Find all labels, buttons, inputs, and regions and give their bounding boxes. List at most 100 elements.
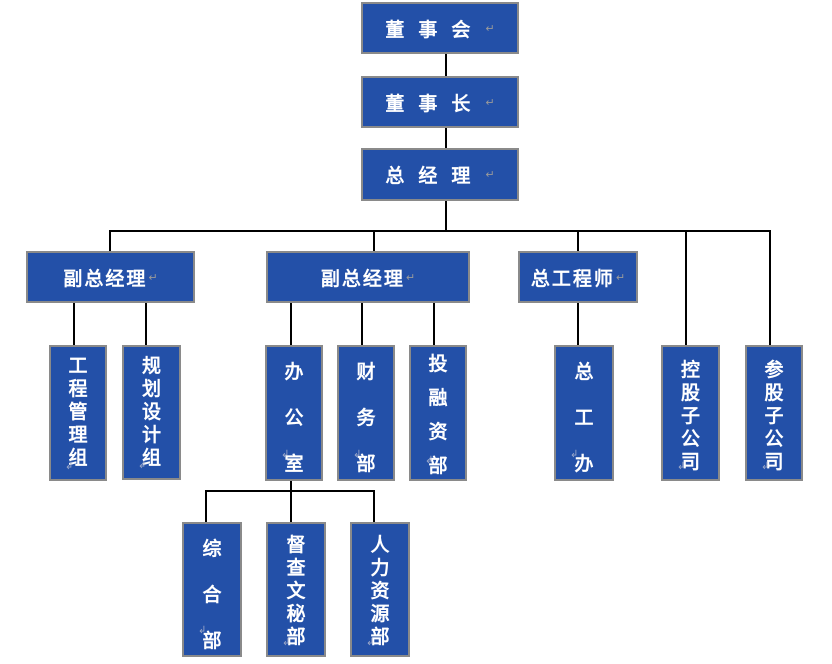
deputy-gm-2-box[interactable]: 副总经理↵ <box>266 251 470 303</box>
connector <box>445 200 447 232</box>
box-char: 部 <box>370 626 390 648</box>
connector <box>205 490 375 492</box>
line-break-mark-icon: ↲ <box>281 449 290 460</box>
holding-subsidiary-box[interactable]: 控 股 子 公 司 ↲ <box>661 345 720 481</box>
finance-department-box[interactable]: 财 务 部 ↲ <box>337 345 395 481</box>
line-break-mark-icon: ↲ <box>138 460 147 471</box>
connector <box>769 230 771 346</box>
box-char: 人 <box>370 534 390 556</box>
connector <box>290 302 292 346</box>
box-char: 设 <box>141 401 161 423</box>
investment-financing-department-box[interactable]: 投 融 资 部 ↲ <box>409 345 467 481</box>
box-char: 查 <box>286 557 306 579</box>
box-char: 部 <box>356 453 376 475</box>
engineering-management-group-box[interactable]: 工 程 管 理 组 ↲ <box>49 345 107 481</box>
box-label: 总经理 <box>385 165 485 187</box>
paragraph-mark-icon: ↵ <box>615 270 626 284</box>
box-char: 部 <box>202 630 222 652</box>
line-break-mark-icon: ↲ <box>282 637 291 648</box>
paragraph-mark-icon: ↵ <box>485 95 495 109</box>
connector <box>145 302 147 346</box>
box-char: 融 <box>428 387 448 409</box>
box-char: 司 <box>764 451 784 473</box>
box-char: 控 <box>680 359 700 381</box>
connector <box>73 302 75 346</box>
planning-design-group-box[interactable]: 规 划 设 计 组 ↲ <box>122 345 181 480</box>
board-of-directors-box[interactable]: 董事会↵ <box>361 2 519 54</box>
box-char: 务 <box>356 407 376 429</box>
paragraph-mark-icon: ↵ <box>485 168 495 181</box>
box-char: 合 <box>202 584 222 606</box>
line-break-mark-icon: ↲ <box>761 461 770 472</box>
box-char: 股 <box>764 382 784 404</box>
connector <box>109 230 771 232</box>
paragraph-mark-icon: ↵ <box>405 270 416 284</box>
box-char: 理 <box>68 424 88 446</box>
general-manager-box[interactable]: 总经理↵ <box>361 148 519 201</box>
box-label: 董事长 <box>385 92 485 115</box>
paragraph-mark-icon: ↵ <box>485 21 495 35</box>
connector <box>109 230 111 252</box>
box-char: 参 <box>764 359 784 381</box>
general-affairs-department-box[interactable]: 综 合 部 ↲ <box>182 522 242 657</box>
connector <box>373 490 375 523</box>
box-char: 源 <box>370 603 390 625</box>
connector <box>445 127 447 149</box>
connector <box>445 53 447 77</box>
box-char: 投 <box>428 353 448 375</box>
connector <box>433 302 435 346</box>
box-char: 总 <box>574 361 594 383</box>
box-char: 管 <box>68 401 88 423</box>
line-break-mark-icon: ↲ <box>677 461 686 472</box>
chief-engineer-box[interactable]: 总工程师↵ <box>518 251 638 303</box>
box-char: 计 <box>141 424 161 446</box>
box-char: 组 <box>68 447 88 469</box>
line-break-mark-icon: ↲ <box>570 449 579 460</box>
box-char: 资 <box>370 580 390 602</box>
box-char: 工 <box>574 407 594 429</box>
box-char: 部 <box>428 455 448 477</box>
line-break-mark-icon: ↲ <box>198 625 207 636</box>
box-char: 司 <box>680 451 700 473</box>
box-char: 财 <box>356 361 376 383</box>
box-char: 办 <box>574 453 594 475</box>
box-char: 规 <box>141 355 161 377</box>
box-label: 总工程师 <box>530 267 615 290</box>
chief-engineer-office-box[interactable]: 总 工 办 ↲ <box>554 345 614 481</box>
line-break-mark-icon: ↲ <box>65 461 74 472</box>
box-char: 综 <box>202 538 222 560</box>
box-char: 组 <box>141 447 161 469</box>
box-char: 力 <box>370 557 390 579</box>
line-break-mark-icon: ↲ <box>366 637 375 648</box>
box-char: 室 <box>284 453 304 475</box>
deputy-gm-1-box[interactable]: 副总经理↵ <box>26 251 195 303</box>
box-char: 督 <box>286 534 306 556</box>
box-label: 副总经理 <box>63 267 148 290</box>
box-char: 部 <box>286 626 306 648</box>
human-resources-department-box[interactable]: 人 力 资 源 部 ↲ <box>350 522 410 657</box>
supervision-secretariat-department-box[interactable]: 督 查 文 秘 部 ↲ <box>266 522 326 657</box>
chairman-box[interactable]: 董事长↵ <box>361 76 519 128</box>
box-char: 工 <box>68 355 88 377</box>
box-char: 公 <box>680 428 700 450</box>
box-char: 文 <box>286 580 306 602</box>
box-char: 程 <box>68 378 88 400</box>
box-char: 资 <box>428 421 448 443</box>
office-box[interactable]: 办 公 室 ↲ <box>265 345 323 481</box>
connector <box>373 230 375 252</box>
associated-company-box[interactable]: 参 股 子 公 司 ↲ <box>745 345 803 481</box>
box-char: 划 <box>141 378 161 400</box>
connector <box>685 230 687 346</box>
paragraph-mark-icon: ↵ <box>148 270 158 284</box>
box-char: 股 <box>680 382 700 404</box>
box-char: 子 <box>680 405 700 427</box>
connector <box>577 302 579 346</box>
connector <box>205 490 207 523</box>
box-char: 子 <box>764 405 784 427</box>
box-char: 办 <box>284 361 304 383</box>
box-label: 董事会 <box>385 18 485 41</box>
connector <box>577 230 579 252</box>
connector <box>290 480 292 523</box>
box-label: 副总经理 <box>320 267 405 290</box>
connector <box>361 302 363 346</box>
